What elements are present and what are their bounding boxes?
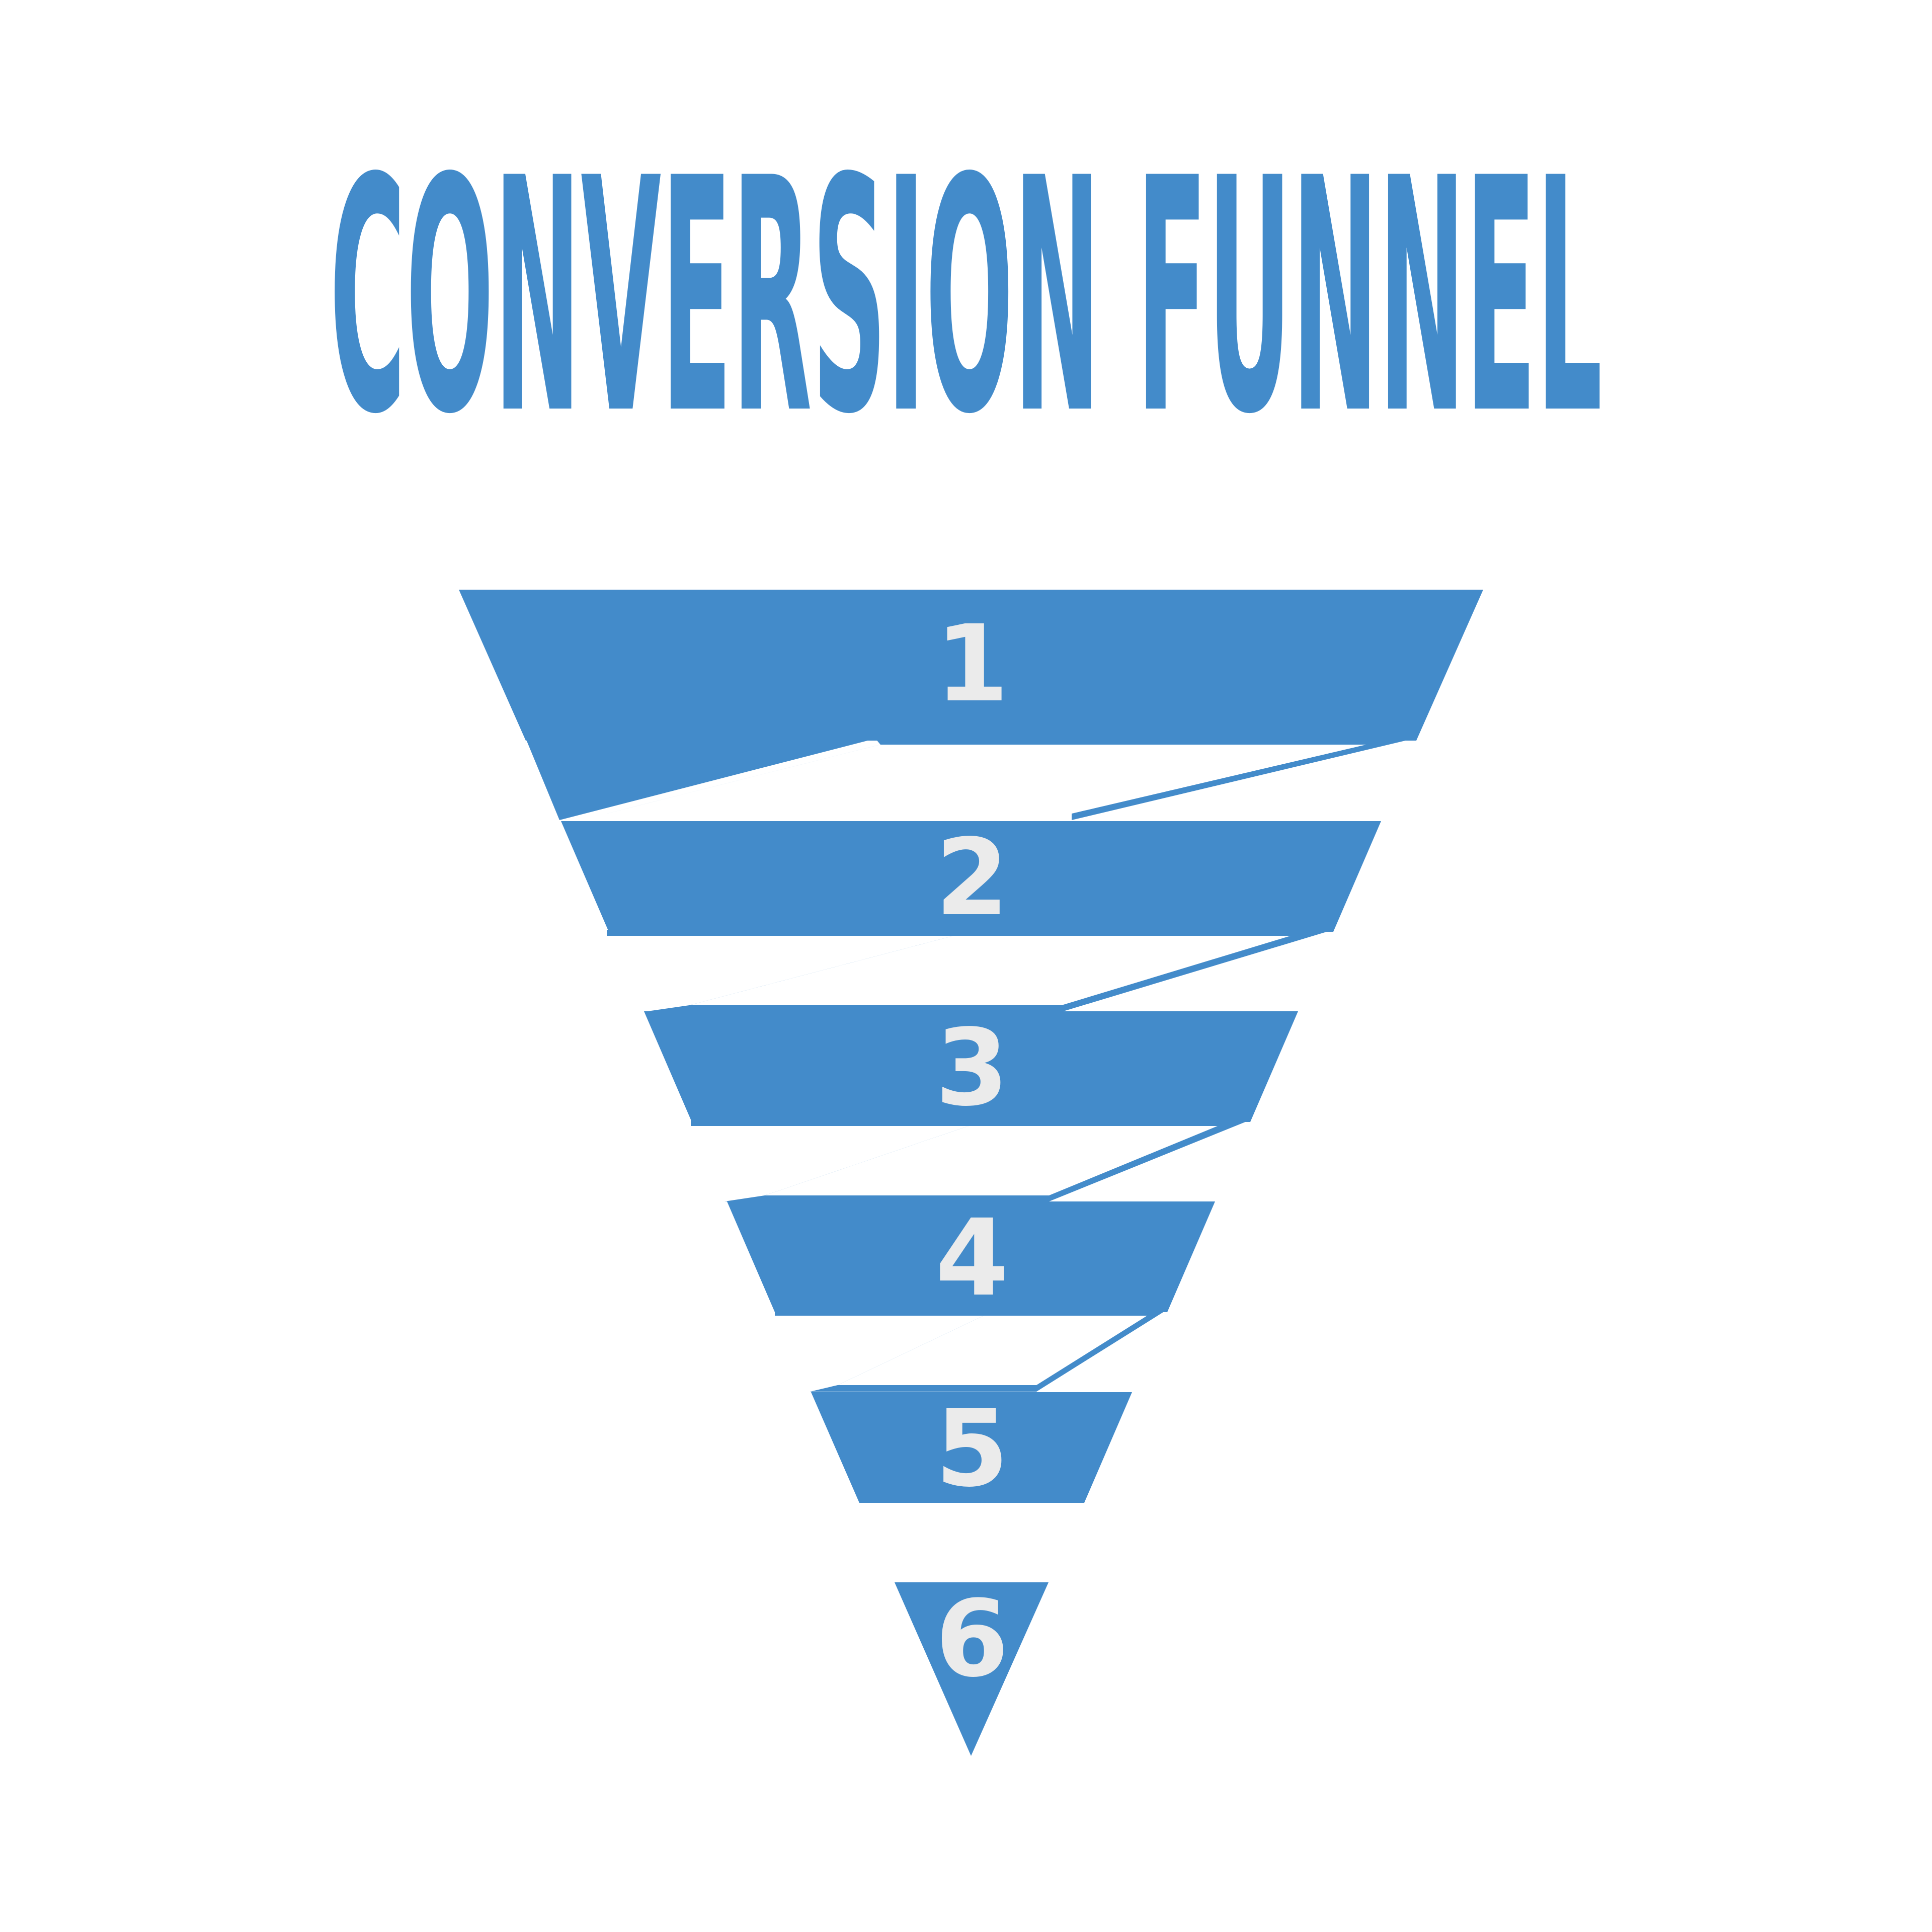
connector-2-3-inner bbox=[689, 936, 1291, 1005]
funnel-stage-3 bbox=[644, 1011, 1298, 1122]
funnel-stage-2 bbox=[561, 821, 1381, 932]
funnel-stage-6 bbox=[895, 1582, 1049, 1756]
funnel-stages bbox=[459, 590, 1483, 1756]
funnel-stage-4 bbox=[727, 1201, 1215, 1312]
connector-1-2-inner-right bbox=[607, 745, 1366, 814]
connector-4-5-inner bbox=[838, 1316, 1147, 1385]
page-title: CONVERSION FUNNEL bbox=[330, 110, 1602, 485]
connector-1-2-inner-left bbox=[559, 739, 1072, 820]
connector-1-2-left bbox=[526, 739, 880, 820]
stage-label-6: 6 bbox=[935, 1577, 1009, 1701]
stage-label-3: 3 bbox=[935, 1006, 1009, 1130]
stage-label-4: 4 bbox=[935, 1196, 1009, 1320]
stage-label-1: 1 bbox=[935, 602, 1009, 726]
stage-label-2: 2 bbox=[935, 816, 1009, 939]
funnel-connectors bbox=[526, 739, 1414, 1392]
connector-3-4-inner bbox=[765, 1126, 1218, 1195]
funnel-stage-5 bbox=[811, 1392, 1132, 1503]
stage-labels: 1 2 3 4 5 6 bbox=[935, 602, 1009, 1701]
funnel-stage-1 bbox=[459, 590, 1483, 741]
stage-label-5: 5 bbox=[935, 1387, 1009, 1510]
connector-1-2-right bbox=[875, 739, 1414, 820]
